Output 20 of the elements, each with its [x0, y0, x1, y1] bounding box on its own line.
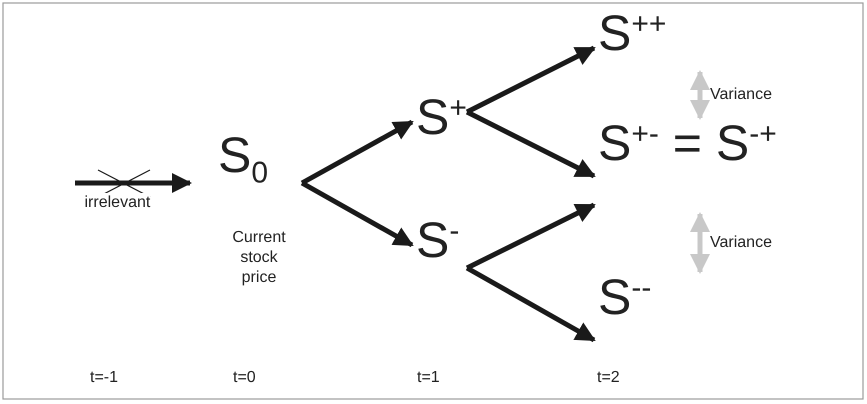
price-symbol: S$^{+-}$ = S$^{-+}$ — [598, 118, 777, 168]
time-label: t=1 — [417, 368, 440, 388]
arrow — [300, 180, 414, 248]
arrow — [466, 266, 596, 342]
price-symbol: S$^{+}$ — [416, 92, 467, 142]
node-caption: Current stock price — [231, 228, 287, 288]
arrow — [466, 46, 596, 114]
time-label: t=-1 — [90, 368, 118, 388]
time-label: t=2 — [597, 368, 620, 388]
double-arrow — [690, 212, 710, 274]
arrow — [466, 202, 596, 270]
price-symbol: S$^{-}$ — [416, 215, 460, 265]
time-label: t=0 — [233, 368, 256, 388]
price-symbol: S$^{++}$ — [598, 8, 666, 58]
arrow — [466, 110, 596, 178]
price-symbol: S$^{--}$ — [598, 272, 652, 322]
arrow — [75, 173, 192, 193]
arrow — [300, 120, 414, 186]
price-symbol: S$_{0}$ — [218, 130, 268, 188]
double-arrow — [690, 70, 710, 120]
